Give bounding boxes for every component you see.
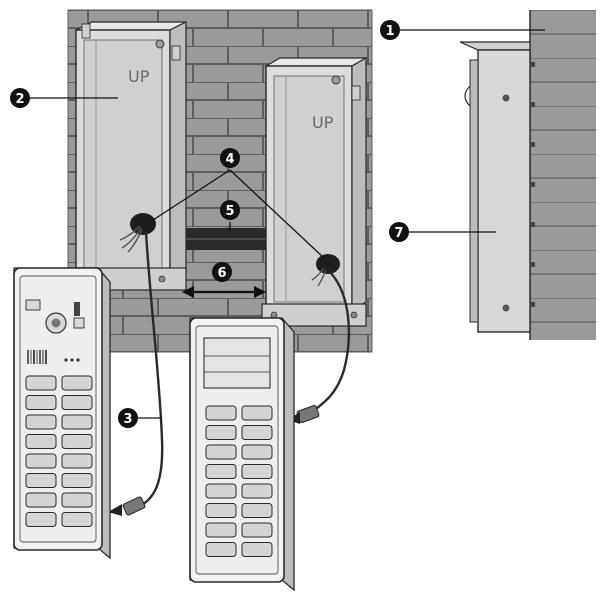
- keypad-button: [25, 375, 57, 391]
- keypad-button: [205, 464, 237, 479]
- keypad-button: [25, 395, 57, 410]
- camera-module: [25, 299, 85, 334]
- callout-4: 4: [220, 148, 240, 168]
- svg-text:2: 2: [15, 92, 24, 107]
- callout-1: 1: [380, 20, 400, 40]
- side-view-box: [459, 41, 535, 333]
- keypad-button: [241, 464, 273, 479]
- keypad-button: [25, 414, 57, 430]
- keypad-button: [205, 444, 237, 460]
- box-label-left: UP: [128, 67, 150, 86]
- keypad-button: [61, 473, 93, 488]
- status-leds: [64, 358, 80, 362]
- keypad-button: [205, 542, 237, 557]
- keypad-button: [61, 512, 93, 527]
- mounting-tab: [530, 62, 535, 67]
- wall-section: [529, 10, 596, 340]
- keypad-left: [25, 375, 93, 527]
- keypad-button: [61, 492, 93, 508]
- keypad-button: [205, 522, 237, 538]
- cable-left: [139, 231, 164, 508]
- callout-7: 7: [389, 222, 409, 242]
- keypad-button: [205, 405, 237, 421]
- callout-3: 3: [118, 408, 138, 428]
- flush-mount-box-left: UP: [75, 21, 187, 291]
- keypad-button: [25, 453, 57, 469]
- keypad-button: [241, 542, 273, 557]
- callout-5: 5: [220, 200, 240, 220]
- keypad-button: [241, 425, 273, 440]
- keypad-button: [241, 522, 273, 538]
- keypad-button: [241, 503, 273, 518]
- distance-arrow: [182, 286, 266, 298]
- keypad-button: [241, 444, 273, 460]
- keypad-button: [61, 434, 93, 449]
- mounting-tabs: [530, 62, 535, 307]
- keypad-button: [61, 395, 93, 410]
- cable-right: [311, 271, 351, 413]
- callout-2: 2: [10, 88, 30, 108]
- keypad-button: [25, 473, 57, 488]
- mounting-tab: [530, 102, 535, 107]
- leader-lines: [30, 29, 545, 419]
- connector-left: [108, 496, 146, 516]
- svg-text:3: 3: [123, 412, 132, 427]
- keypad-button: [25, 492, 57, 508]
- mounting-tab: [530, 222, 535, 227]
- box-label-right: UP: [312, 113, 334, 132]
- front-panel-middle: [189, 317, 295, 592]
- cable-entry-hole-right: [316, 254, 340, 274]
- keypad-button: [61, 453, 93, 469]
- svg-text:5: 5: [225, 204, 234, 219]
- keypad-button: [61, 375, 93, 391]
- svg-text:7: 7: [394, 226, 403, 241]
- keypad-button: [205, 483, 237, 499]
- callout-6: 6: [212, 262, 232, 282]
- keypad-button: [205, 503, 237, 518]
- svg-text:6: 6: [217, 266, 226, 281]
- barcode-label: [27, 350, 47, 364]
- keypad-button: [25, 512, 57, 527]
- keypad-button: [61, 414, 93, 430]
- keypad-middle: [205, 405, 273, 557]
- mounting-tab: [530, 262, 535, 267]
- svg-text:1: 1: [385, 24, 394, 39]
- keypad-button: [25, 434, 57, 449]
- keypad-button: [205, 425, 237, 440]
- front-panel-left: [13, 267, 111, 560]
- mounting-tab: [530, 302, 535, 307]
- mounting-tab: [530, 142, 535, 147]
- mounting-tab: [530, 182, 535, 187]
- flush-mount-box-right: UP: [261, 56, 369, 327]
- joining-piece: [186, 228, 266, 250]
- svg-text:4: 4: [225, 152, 234, 167]
- display-window: [203, 337, 271, 389]
- keypad-button: [241, 483, 273, 499]
- keypad-button: [241, 405, 273, 421]
- wire-bundle-left: [119, 225, 143, 253]
- wire-bundle-right: [311, 267, 327, 287]
